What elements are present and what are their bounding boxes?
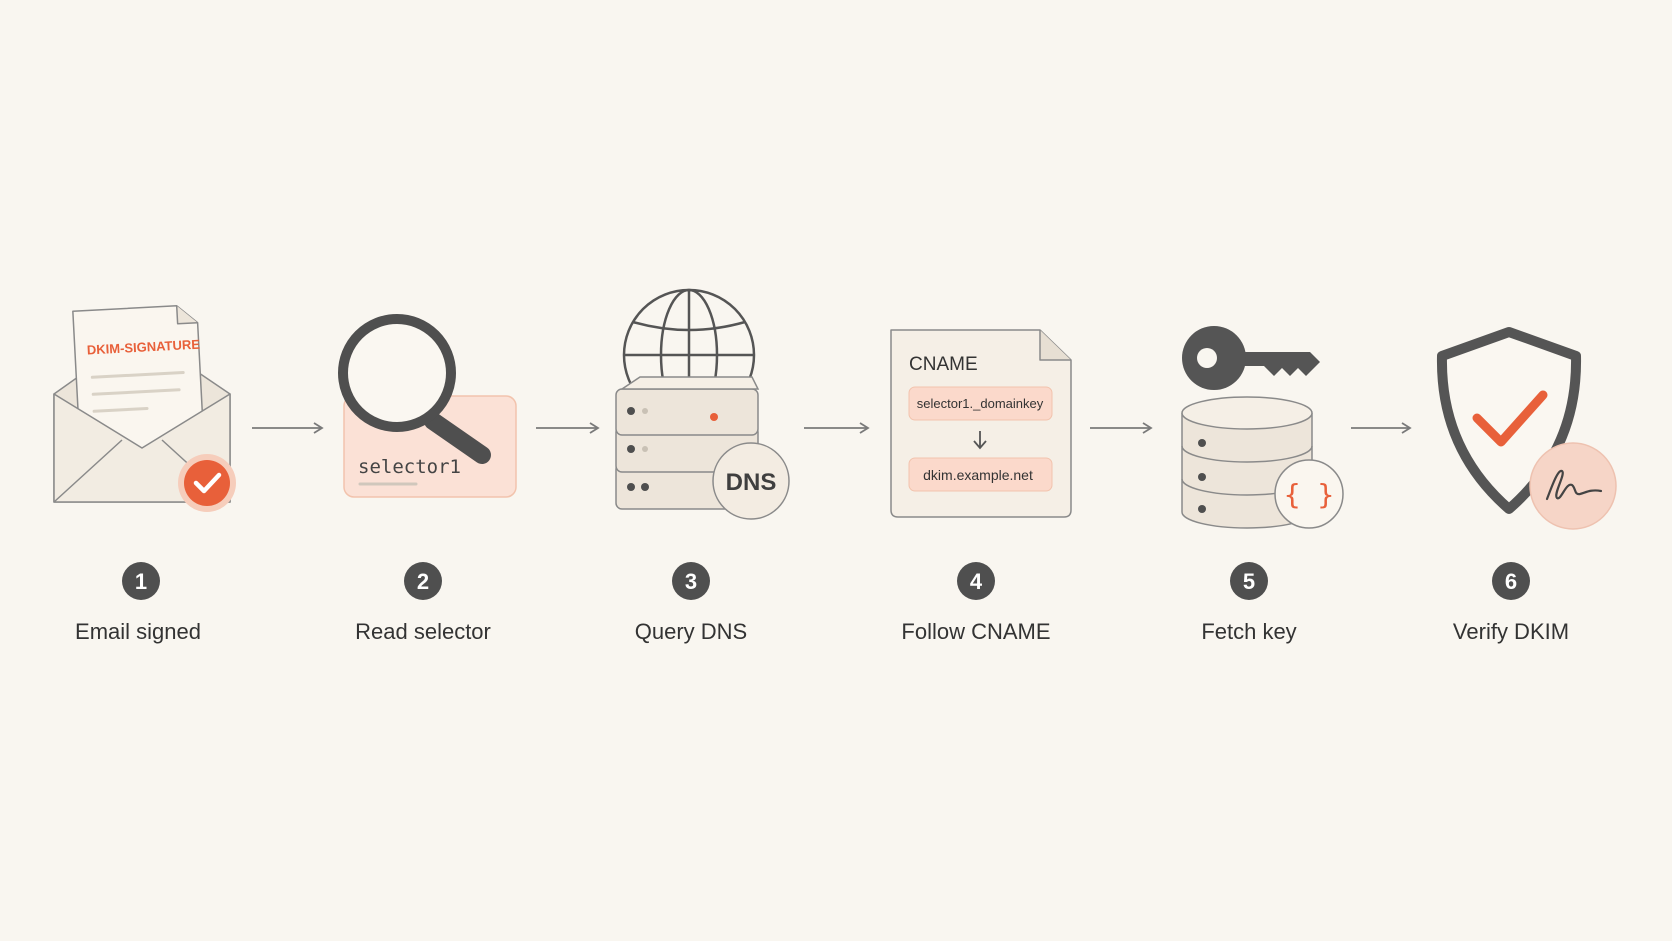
step-3: DNS [615, 288, 790, 520]
step-number-1: 1 [135, 569, 147, 594]
step-label-3: Query DNS [635, 619, 747, 644]
dkim-signature-header: DKIM-SIGNATURE [86, 337, 200, 358]
step-badge-1: 1 [122, 562, 160, 600]
step-number-4: 4 [970, 569, 983, 594]
braces-icon: { } [1284, 478, 1335, 511]
step-badge-3: 3 [672, 562, 710, 600]
step-4: CNAME selector1._domainkey dkim.example.… [890, 329, 1072, 518]
step-label-1: Email signed [75, 619, 201, 644]
step-label-2: Read selector [355, 619, 491, 644]
step-1: DKIM-SIGNATURE [53, 305, 236, 512]
dns-server-globe-icon: DNS [615, 288, 790, 520]
step-number-2: 2 [417, 569, 429, 594]
step-badge-4: 4 [957, 562, 995, 600]
step-badge-6: 6 [1492, 562, 1530, 600]
step-number-6: 6 [1505, 569, 1517, 594]
step-2: selector1 [338, 314, 517, 498]
arrow-down-icon [973, 431, 987, 450]
step-label-6: Verify DKIM [1453, 619, 1569, 644]
shield-check-icon [1436, 327, 1617, 530]
step-number-5: 5 [1243, 569, 1255, 594]
step-label-4: Follow CNAME [901, 619, 1050, 644]
database-icon: { } [1181, 396, 1344, 529]
step-label-5: Fetch key [1201, 619, 1296, 644]
step-6 [1436, 327, 1617, 530]
cname-to: dkim.example.net [923, 467, 1033, 483]
cname-document-icon: CNAME selector1._domainkey dkim.example.… [890, 329, 1072, 518]
step-5: { } [1181, 326, 1344, 529]
envelope-check-icon: DKIM-SIGNATURE [53, 305, 236, 512]
step-badge-5: 5 [1230, 562, 1268, 600]
step-badge-2: 2 [404, 562, 442, 600]
dns-badge-text: DNS [726, 469, 777, 496]
key-icon [1182, 326, 1320, 390]
magnifier-icon: selector1 [338, 314, 517, 498]
signature-icon [1529, 442, 1617, 530]
cname-title: CNAME [909, 354, 978, 375]
step-number-3: 3 [685, 569, 697, 594]
selector-text: selector1 [358, 456, 461, 478]
cname-from: selector1._domainkey [917, 396, 1044, 411]
